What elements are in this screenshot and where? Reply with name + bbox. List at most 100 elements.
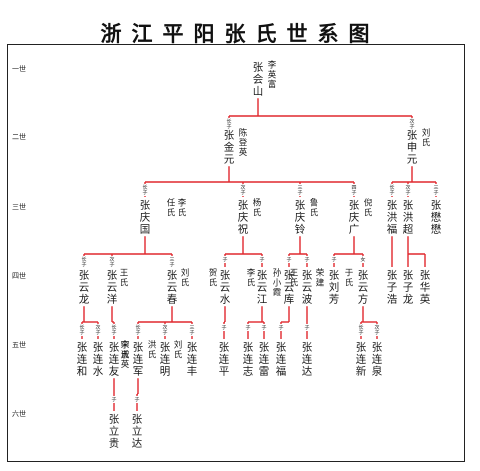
branch-label-bg <box>330 256 338 263</box>
branch-label: 四子 <box>351 185 356 196</box>
branch-label: 子 <box>286 256 291 263</box>
branch-label: 子 <box>304 256 309 263</box>
person-name: 张华英 <box>420 270 431 306</box>
branch-label: 女 <box>360 256 365 263</box>
branch-label-bg <box>408 118 416 130</box>
person-name: 张庆铃 <box>295 200 306 236</box>
spouse-name: 洪氏 <box>148 340 157 361</box>
branch-label-bg <box>220 324 228 331</box>
branch-label-bg <box>80 256 88 268</box>
branch-label: 三子 <box>297 185 302 196</box>
branch-label: 长子 <box>81 256 86 268</box>
branch-label: 三子 <box>433 185 438 196</box>
person-name: 张庆祝 <box>238 200 249 236</box>
person-name: 张云洋 <box>107 270 118 306</box>
branch-label-bg <box>188 324 196 336</box>
branch-label: 长子 <box>226 118 231 130</box>
spouse-name: 宋淑英 <box>121 340 130 371</box>
branch-label-bg <box>357 324 365 336</box>
branch-label-bg <box>303 324 311 331</box>
person-name: 张金元 <box>224 130 235 166</box>
branch-label-bg <box>161 324 169 336</box>
branch-label: 长子 <box>389 184 394 196</box>
branch-label: 次子 <box>374 324 379 336</box>
branch-label-bg <box>141 184 149 196</box>
generation-label-5: 五世 <box>12 341 26 349</box>
person-name: 张云库 <box>284 270 295 306</box>
branch-label: 子 <box>245 324 250 331</box>
branch-label: 长子 <box>135 324 140 336</box>
person-name: 张子龙 <box>403 270 414 306</box>
person-name: 张懋懋 <box>431 200 442 236</box>
branch-label: 子 <box>304 324 309 331</box>
branch-label-bg <box>78 324 86 336</box>
spouse-name: 李英富 <box>268 60 277 91</box>
spouse-name: 刘氏 <box>422 128 431 149</box>
person-name: 张子浩 <box>387 270 398 306</box>
spouse-name: 李氏 <box>121 340 130 361</box>
branch-label: 长子 <box>79 324 84 336</box>
generation-label-6: 六世 <box>12 410 26 418</box>
person-name: 张云春 <box>167 270 178 306</box>
spouse-name: 李氏 <box>247 268 256 289</box>
branch-label-bg <box>244 324 252 331</box>
generation-label-1: 一世 <box>12 65 26 73</box>
branch-label-bg <box>388 184 396 196</box>
diagram-frame <box>7 44 465 462</box>
branch-label-bg <box>373 324 381 336</box>
spouse-name: 贺氏 <box>209 268 218 289</box>
person-name: 张连志 <box>243 342 254 378</box>
person-name: 张洪超 <box>403 200 414 236</box>
generation-label-3: 三世 <box>12 203 26 211</box>
person-name: 张连福 <box>276 342 287 378</box>
branch-label: 子 <box>134 396 139 403</box>
branch-label-bg <box>225 118 233 130</box>
person-name: 张连平 <box>219 342 230 378</box>
branch-label: 次子 <box>109 256 114 268</box>
branch-label: 子 <box>261 324 266 331</box>
person-name: 张云龙 <box>79 270 90 306</box>
branch-label-bg <box>110 324 118 336</box>
branch-label-bg <box>239 184 247 196</box>
person-name: 张申元 <box>407 130 418 166</box>
generation-label-4: 四世 <box>12 272 26 280</box>
branch-label-bg <box>168 256 176 268</box>
branch-label-bg <box>134 324 142 336</box>
branch-label: 次子 <box>162 324 167 336</box>
branch-label-bg <box>285 256 293 263</box>
person-name: 张连友 <box>109 342 120 378</box>
person-name: 张庆广 <box>349 200 360 236</box>
spouse-name: 荣建 <box>316 268 325 289</box>
branch-label: 次子 <box>240 184 245 196</box>
branch-label-bg <box>296 184 304 196</box>
person-name: 张云江 <box>257 270 268 306</box>
branch-label: 次子 <box>409 118 414 130</box>
person-name: 张连和 <box>77 342 88 378</box>
branch-label: 长子 <box>111 324 116 336</box>
branch-label-bg <box>94 324 102 336</box>
branch-label: 次子 <box>95 324 100 336</box>
person-name: 张连新 <box>356 342 367 378</box>
person-name: 张会山 <box>253 62 264 98</box>
branch-label-bg <box>432 184 440 196</box>
branch-label: 子 <box>111 396 116 403</box>
spouse-name: 王氏 <box>290 269 299 289</box>
branch-label: 三子 <box>169 257 174 268</box>
spouse-name: 王氏 <box>120 269 129 289</box>
branch-label: 子 <box>331 256 336 263</box>
spouse-name: 倪氏 <box>364 198 373 219</box>
branch-label-bg <box>110 396 118 403</box>
person-name: 张云波 <box>302 270 313 306</box>
page-title: 浙江平阳张氏世系图 <box>100 21 380 46</box>
branch-label-bg <box>277 324 285 331</box>
spouse-name: 于氏 <box>345 269 354 289</box>
spouse-name: 刘氏 <box>181 268 190 289</box>
person-name: 张连泉 <box>372 342 383 378</box>
person-name: 张洪福 <box>387 200 398 236</box>
person-name: 张立达 <box>132 414 143 450</box>
person-name: 张云方 <box>358 270 369 306</box>
spouse-name: 杨氏 <box>253 198 262 219</box>
branch-label: 子 <box>278 324 283 331</box>
generation-label-2: 二世 <box>12 133 26 141</box>
